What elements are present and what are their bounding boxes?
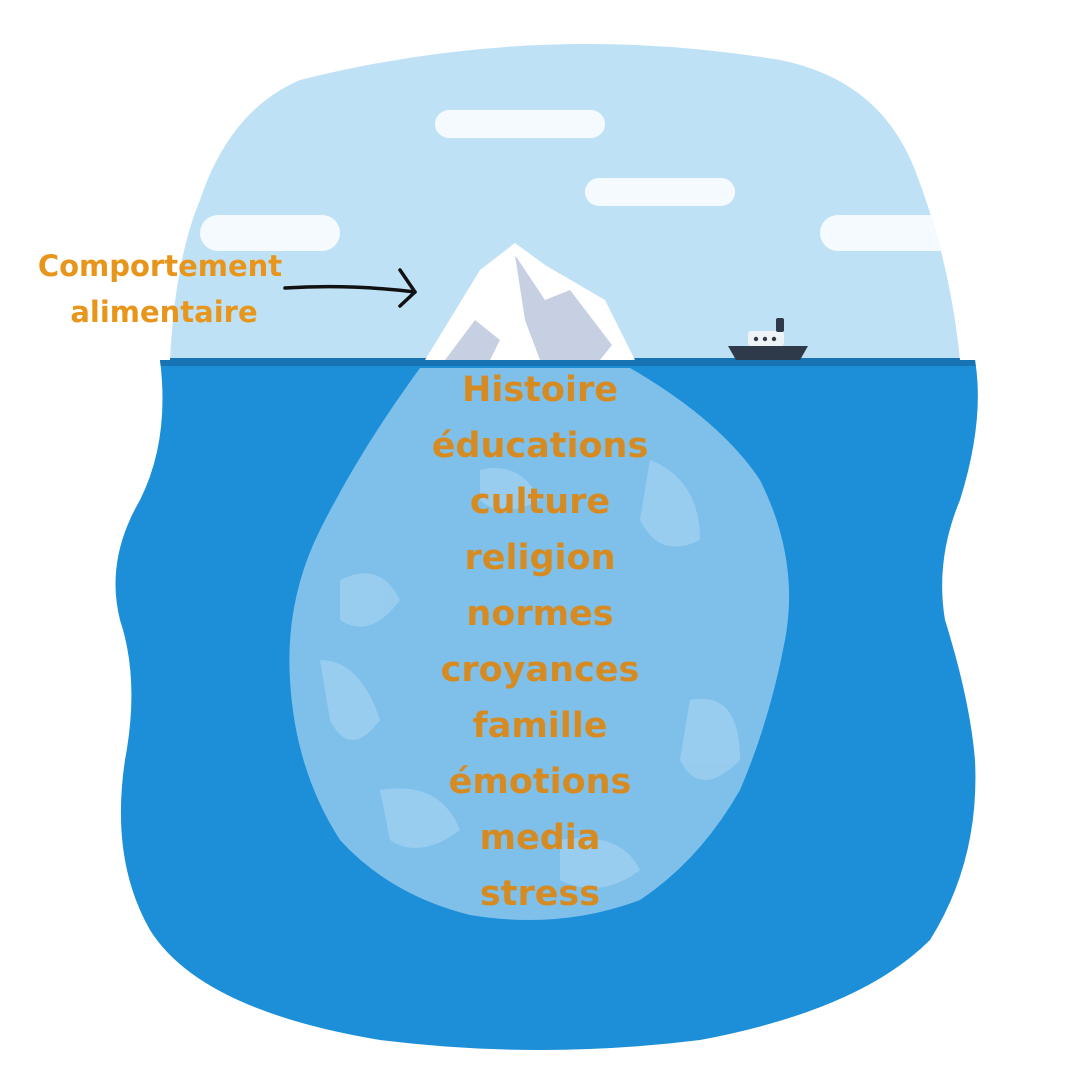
- hidden-factor: media: [479, 818, 601, 858]
- clouds: [200, 110, 960, 251]
- hidden-factor: normes: [466, 594, 614, 634]
- surface-label-line-1: Comportement: [37, 249, 283, 283]
- hidden-factor: stress: [479, 874, 601, 914]
- hidden-factor: religion: [464, 538, 616, 578]
- waterline: [115, 358, 978, 366]
- surface-label-line-2: alimentaire: [70, 295, 258, 329]
- hidden-factor: éducations: [431, 426, 649, 466]
- hidden-factor: émotions: [448, 762, 632, 802]
- hidden-factor: culture: [469, 482, 611, 522]
- hidden-factor: Histoire: [462, 370, 618, 410]
- hidden-factors-list: Histoire éducations culture religion nor…: [390, 362, 690, 922]
- arrow-right-icon: [283, 268, 417, 308]
- ship-icon: [728, 318, 808, 360]
- hidden-factor: famille: [472, 706, 608, 746]
- iceberg-tip: [425, 243, 635, 360]
- submerged-iceberg-highlights: [320, 460, 740, 888]
- hidden-factor: croyances: [440, 650, 640, 690]
